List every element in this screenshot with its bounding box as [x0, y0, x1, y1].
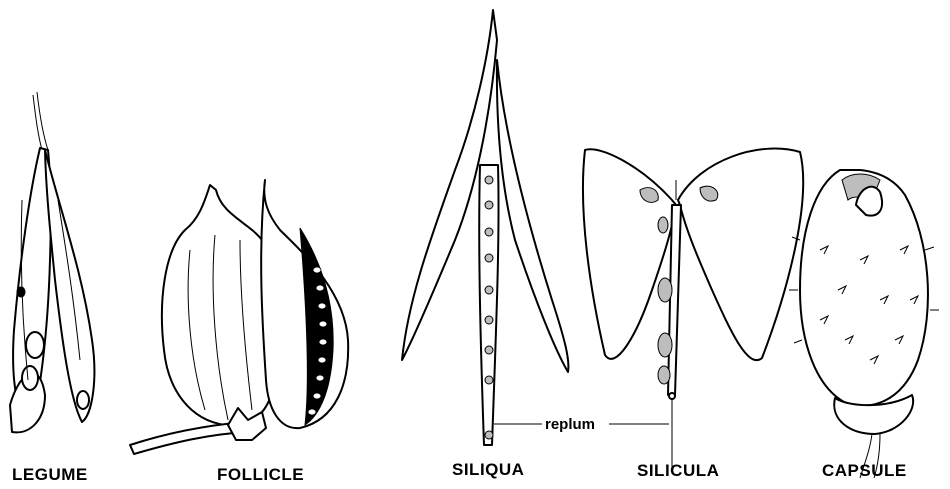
- legume-drawing: [10, 92, 94, 432]
- legume-label: LEGUME: [12, 465, 88, 484]
- replum-annotation: replum: [494, 416, 669, 433]
- replum-label: replum: [545, 416, 595, 433]
- follicle-label: FOLLICLE: [217, 465, 304, 484]
- silicula-drawing: [583, 149, 803, 470]
- siliqua-drawing: [402, 10, 568, 445]
- follicle-drawing: [130, 180, 348, 454]
- capsule-label: CAPSULE: [822, 461, 907, 480]
- capsule-drawing: [789, 170, 939, 478]
- siliqua-label: SILIQUA: [452, 460, 524, 479]
- silicula-label: SILICULA: [637, 461, 719, 480]
